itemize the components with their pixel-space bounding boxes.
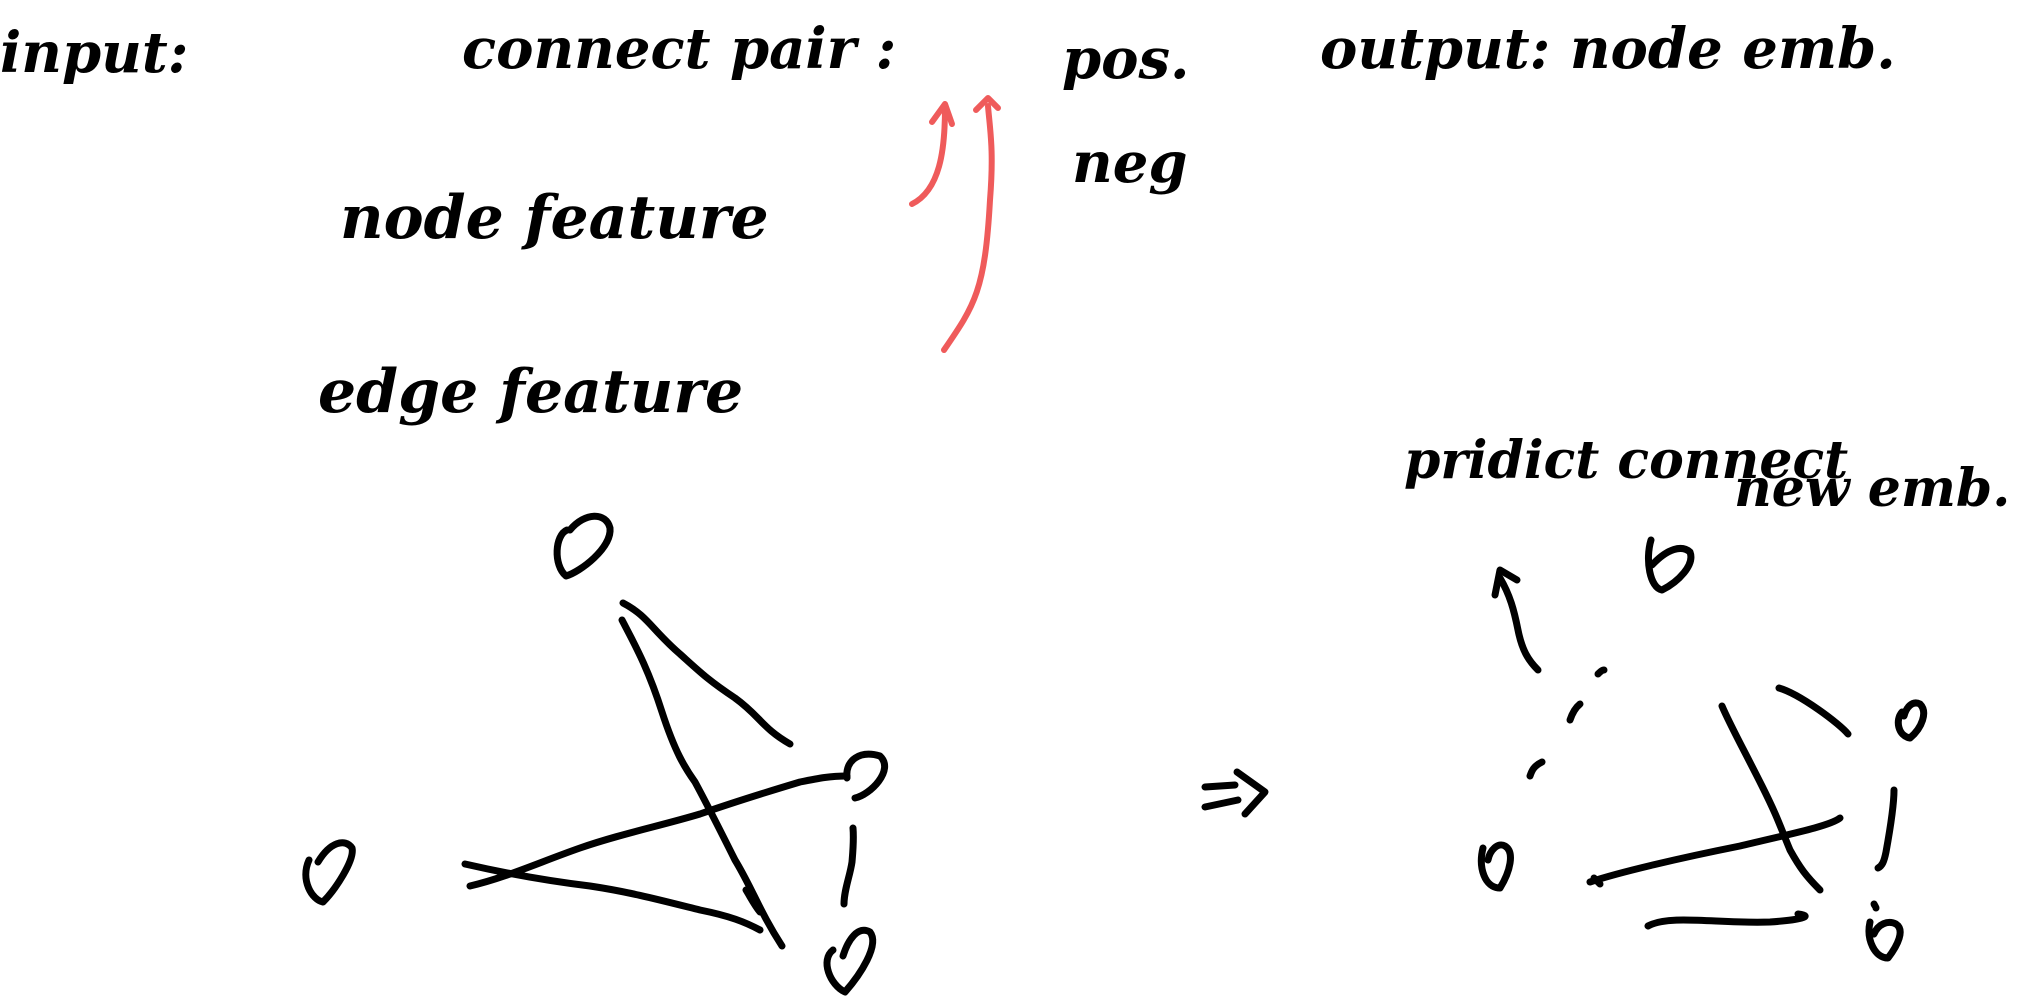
- edge-feature-label: edge feature: [318, 357, 743, 427]
- input-label: input:: [0, 20, 188, 86]
- graph-edge: [618, 616, 786, 950]
- new-emb-label: new emb.: [1734, 458, 2010, 519]
- double-arrow-right-icon: [1201, 768, 1269, 818]
- predicted-edge-arrowhead: [1491, 566, 1521, 599]
- graph-edge: [1590, 874, 1604, 888]
- graph-edge: [461, 860, 764, 934]
- graph-edge: [840, 824, 857, 908]
- output-graph: [1477, 536, 1928, 962]
- pos-label: pos.: [1062, 26, 1190, 92]
- graph-edge: [1644, 910, 1809, 930]
- graph-node: [553, 512, 614, 580]
- graph-node: [843, 750, 889, 802]
- graph-edge: [1586, 814, 1844, 886]
- graph-edge: [466, 772, 851, 890]
- output-label: output: node emb.: [1320, 16, 1896, 82]
- predicted-edge: [1496, 574, 1542, 674]
- graph-edge: [1870, 900, 1880, 912]
- predict-connect-label: pridict connect: [1404, 430, 1848, 491]
- graph-edge: [619, 599, 794, 748]
- graph-edge: [742, 886, 764, 916]
- graph-node: [302, 839, 356, 906]
- graph-edge: [1775, 684, 1852, 738]
- edge-feature-arrow: [941, 95, 1001, 353]
- node-feature-label: node feature: [340, 183, 769, 253]
- input-graph: [302, 512, 889, 996]
- connect-pair-label: connect pair :: [462, 16, 896, 82]
- graph-edge: [1718, 702, 1824, 894]
- predicted-edge: [1594, 666, 1608, 678]
- predicted-edge: [1526, 758, 1546, 780]
- neg-label: neg: [1072, 130, 1188, 196]
- node-feature-arrow: [909, 101, 955, 207]
- graph-edge: [1874, 786, 1898, 872]
- graph-node: [1645, 536, 1695, 594]
- graph-node: [1894, 699, 1928, 742]
- graph-node: [823, 926, 877, 996]
- graph-node: [1477, 841, 1514, 892]
- predicted-edge: [1566, 700, 1584, 724]
- graph-node: [1865, 918, 1904, 962]
